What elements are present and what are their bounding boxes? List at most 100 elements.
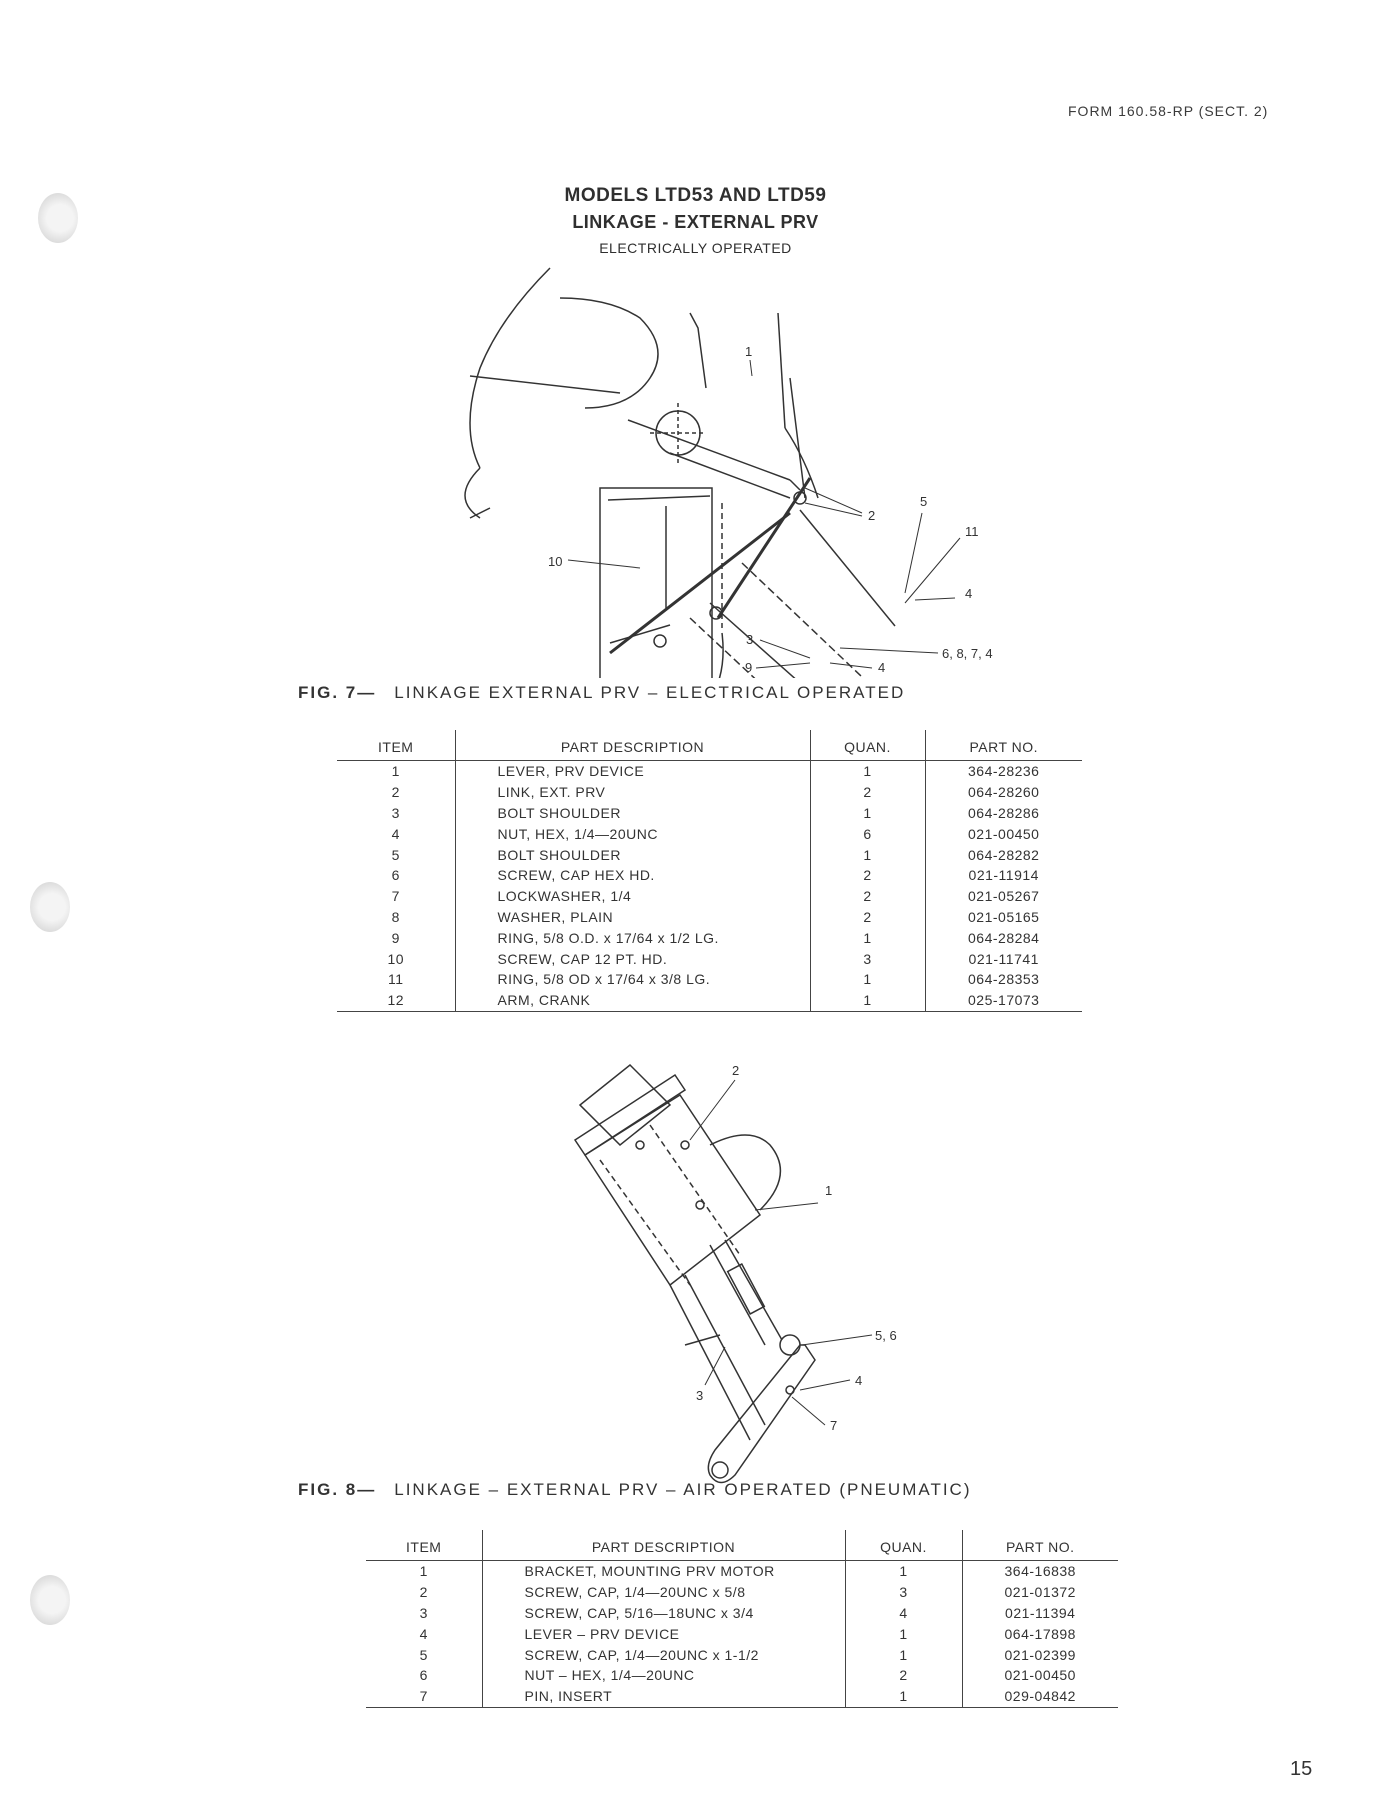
table-cell-description: RING, 5/8 O.D. x 17/64 x 1/2 LG.	[454, 927, 810, 949]
table-cell-item: 7	[419, 1688, 428, 1705]
fig7-callout-2: 2	[868, 508, 875, 523]
page-title: MODELS LTD53 AND LTD59	[564, 185, 827, 206]
table-cell-quantity: 1	[809, 968, 925, 990]
table-cell-item: 4	[419, 1625, 428, 1642]
fig7-bracket	[599, 487, 713, 678]
fig8-caption: FIG. 8—LINKAGE – EXTERNAL PRV – AIR OPER…	[298, 1480, 972, 1500]
table-cell-description: RING, 5/8 OD x 17/64 x 3/8 LG.	[454, 968, 810, 990]
table-cell-item: 11	[387, 971, 404, 988]
table-cell-description: SCREW, CAP 12 PT. HD.	[454, 948, 810, 969]
table-cell-item: 8	[391, 908, 400, 925]
table-cell-part-no: 021-00450	[961, 1664, 1118, 1686]
fig8-callout-4: 4	[855, 1373, 862, 1388]
fig8-number: FIG. 8—	[298, 1480, 377, 1499]
column-header-quantity: QUAN.	[844, 1530, 962, 1561]
table-cell-quantity: 3	[844, 1581, 962, 1603]
table-header-row: ITEM PART DESCRIPTION QUAN. PART NO.	[337, 730, 1082, 761]
fig8-callout-3: 3	[696, 1388, 703, 1403]
table-cell-item: 9	[391, 929, 400, 946]
table-cell-description: SCREW, CAP, 1/4—20UNC x 5/8	[481, 1581, 845, 1603]
page-subtitle-small: ELECTRICALLY OPERATED	[599, 240, 792, 256]
fig8-callout-56: 5, 6	[875, 1328, 897, 1343]
table-cell-part-no: 021-00450	[924, 823, 1082, 845]
fig7-callout-5: 5	[920, 494, 927, 509]
table-cell-part-no: 064-28353	[924, 968, 1082, 990]
table-cell-part-no: 021-11394	[961, 1602, 1118, 1624]
punch-hole-top	[38, 193, 78, 243]
table-cell-description: SCREW, CAP HEX HD.	[454, 864, 810, 886]
table-cell-description: BRACKET, MOUNTING PRV MOTOR	[481, 1560, 845, 1582]
table-cell-part-no: 364-28236	[924, 760, 1082, 782]
table-cell-item: 2	[391, 784, 400, 801]
table-cell-quantity: 6	[809, 823, 925, 845]
table-cell-item: 4	[391, 825, 400, 842]
table-cell-part-no: 021-05165	[924, 906, 1082, 928]
table-cell-item: 12	[387, 992, 405, 1009]
table-cell-part-no: 021-11914	[924, 864, 1082, 886]
fig7-callout-3: 3	[746, 632, 753, 647]
column-header-quantity: QUAN.	[809, 730, 925, 761]
table-cell-description: LEVER – PRV DEVICE	[481, 1623, 845, 1645]
fig8-callout-7: 7	[830, 1418, 837, 1433]
table-cell-part-no: 064-28284	[924, 927, 1082, 949]
table-cell-item: 3	[419, 1604, 428, 1621]
table-cell-quantity: 1	[844, 1644, 962, 1665]
table-cell-description: BOLT SHOULDER	[454, 844, 810, 865]
table-cell-part-no: 364-16838	[961, 1560, 1118, 1582]
column-header-description: PART DESCRIPTION	[454, 730, 810, 761]
fig7-parts-table: ITEM PART DESCRIPTION QUAN. PART NO. 1 LE…	[337, 730, 1082, 1012]
table-cell-quantity: 1	[809, 844, 925, 865]
table-cell-part-no: 064-17898	[961, 1623, 1118, 1645]
table-cell-item: 2	[419, 1584, 428, 1601]
table-cell-description: LOCKWASHER, 1/4	[454, 885, 810, 907]
table-cell-item: 1	[419, 1563, 428, 1580]
fig7-callout-9: 9	[745, 660, 752, 675]
page-subtitle: LINKAGE - EXTERNAL PRV	[572, 212, 819, 232]
table-cell-quantity: 2	[809, 864, 925, 886]
table-cell-quantity: 1	[844, 1623, 962, 1645]
fig7-callout-4-upper: 4	[965, 586, 972, 601]
table-cell-description: LINK, EXT. PRV	[454, 781, 810, 803]
fig7-flange-curve	[559, 297, 659, 409]
fig8-motor-cap	[709, 1134, 782, 1211]
punch-hole-bottom	[30, 1575, 70, 1625]
fig7-housing-arc	[469, 267, 551, 469]
fig7-callout-10: 10	[548, 554, 562, 569]
column-header-description: PART DESCRIPTION	[481, 1530, 845, 1561]
table-cell-quantity: 1	[809, 989, 925, 1012]
table-cell-description: PIN, INSERT	[481, 1685, 845, 1708]
table-cell-description: WASHER, PLAIN	[454, 906, 810, 928]
table-cell-item: 1	[391, 763, 400, 780]
table-cell-part-no: 025-17073	[924, 989, 1082, 1012]
page-number: 15	[1290, 1758, 1313, 1780]
column-header-item: ITEM	[337, 730, 455, 761]
table-cell-item: 6	[391, 867, 400, 884]
table-cell-description: SCREW, CAP, 5/16—18UNC x 3/4	[481, 1602, 845, 1624]
table-cell-part-no: 021-11741	[924, 948, 1082, 969]
table-cell-item: 7	[391, 888, 400, 905]
table-cell-description: ARM, CRANK	[454, 989, 810, 1012]
table-cell-quantity: 2	[809, 906, 925, 928]
table-cell-part-no: 021-01372	[961, 1581, 1118, 1603]
fig7-number: FIG. 7—	[298, 683, 377, 702]
table-cell-quantity: 2	[844, 1664, 962, 1686]
fig8-motor-body	[583, 1093, 762, 1287]
fig8-diagram: 2 1 5, 6 4 3 7	[573, 1063, 897, 1484]
fig7-callout-11: 11	[965, 524, 979, 539]
fig8-lever	[707, 1344, 816, 1484]
table-cell-description: LEVER, PRV DEVICE	[454, 760, 810, 782]
column-header-item: ITEM	[366, 1530, 482, 1561]
table-cell-part-no: 029-04842	[961, 1685, 1118, 1708]
